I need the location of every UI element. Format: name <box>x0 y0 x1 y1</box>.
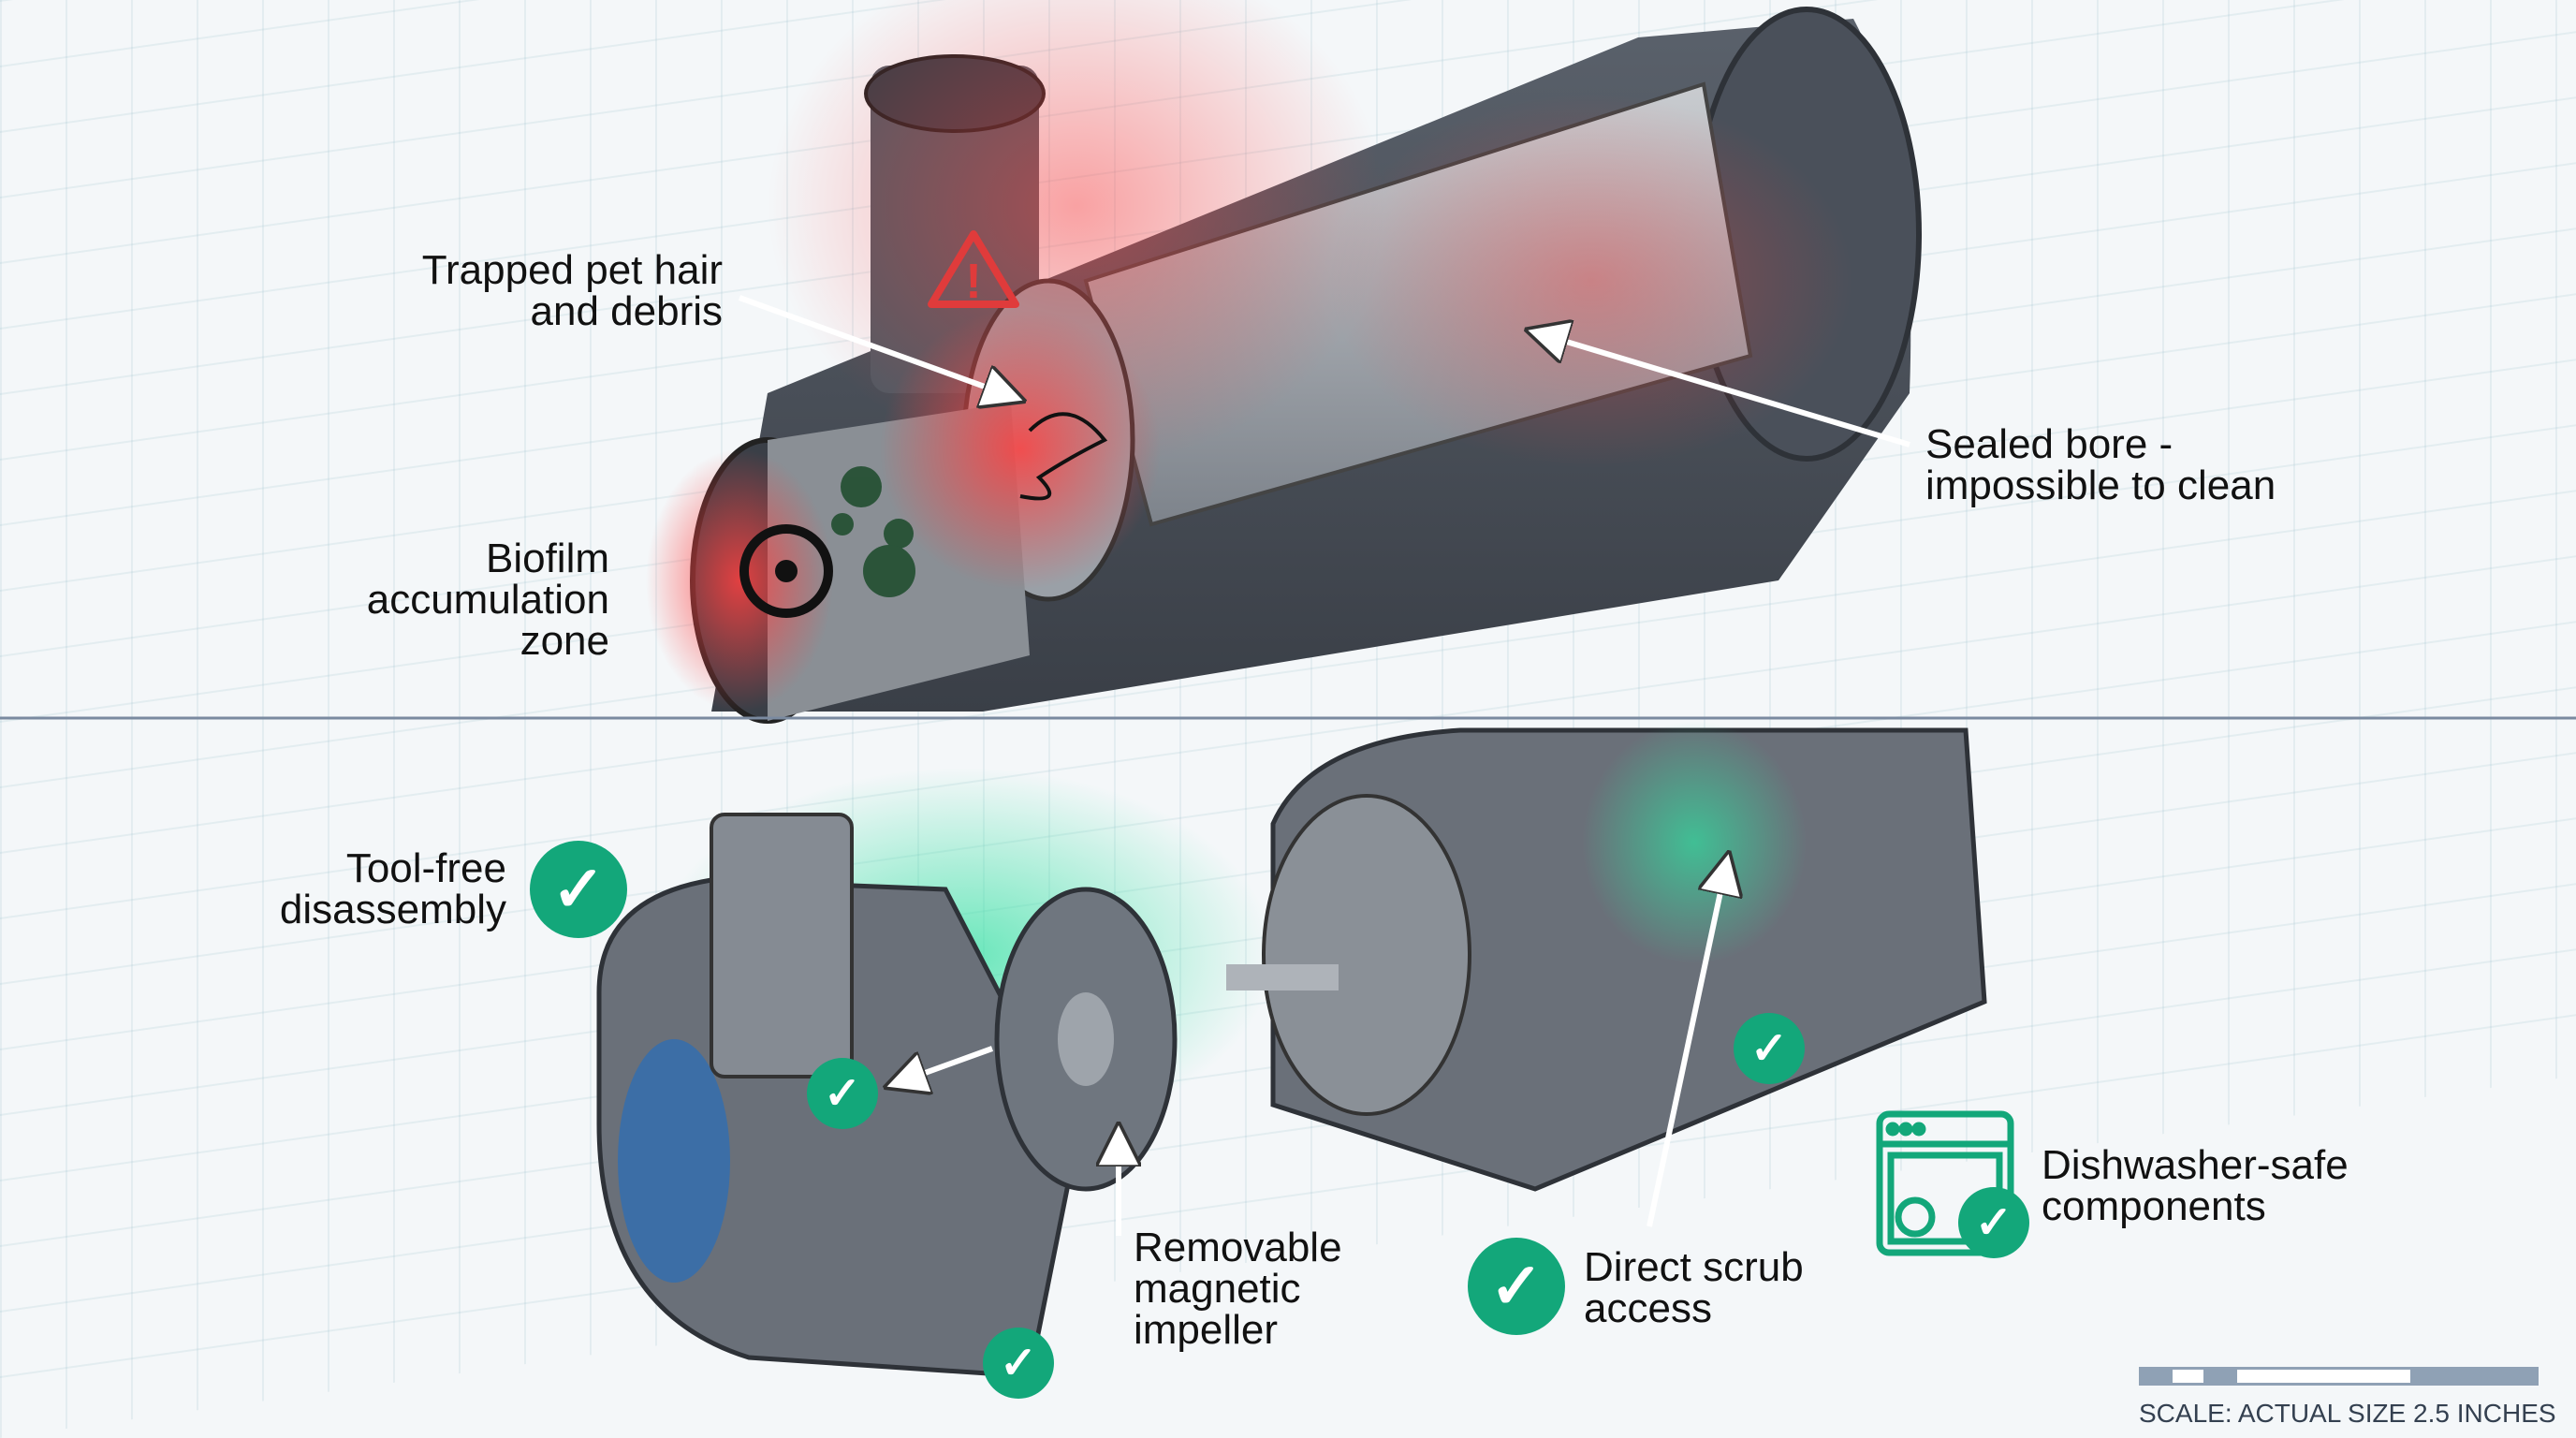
label-line: disassembly <box>279 887 506 932</box>
label-line: impossible to clean <box>1925 462 2276 508</box>
biohazard-icon <box>739 524 833 618</box>
disassembled-housing <box>596 721 1987 1379</box>
check-icon: ✓ <box>983 1328 1054 1399</box>
arrow-housing <box>894 1046 994 1084</box>
label-line: Trapped pet hair <box>421 247 723 293</box>
sealed-pump-cutaway <box>646 0 1922 724</box>
arrow-sealed <box>1535 332 1910 448</box>
label-line: Dishwasher-safe <box>2042 1142 2349 1188</box>
scale-bar <box>2139 1367 2539 1386</box>
label-line: impeller <box>1134 1307 1279 1353</box>
check-icon: ✓ <box>530 841 627 938</box>
label-line: zone <box>520 618 609 664</box>
label-sealed-bore: Sealed bore -impossible to clean <box>1925 424 2276 506</box>
label-line: accumulation <box>366 577 609 623</box>
warning-icon: ! <box>928 230 1019 309</box>
label-line: Tool-free <box>345 845 506 891</box>
label-line: Removable <box>1134 1225 1342 1270</box>
svg-text:!: ! <box>965 255 981 309</box>
scale-text: SCALE: ACTUAL SIZE 2.5 INCHES <box>2139 1399 2556 1428</box>
arrow-scrub <box>1647 861 1727 1227</box>
check-icon: ✓ <box>1958 1187 2029 1258</box>
label-line: Sealed bore - <box>1925 421 2174 467</box>
label-line: and debris <box>530 288 723 334</box>
arrow-trapped <box>738 295 1016 398</box>
label-line: access <box>1584 1285 1712 1331</box>
check-icon: ✓ <box>1734 1013 1805 1084</box>
label-line: Direct scrub <box>1584 1244 1804 1290</box>
check-icon: ✓ <box>807 1058 878 1129</box>
check-icon: ✓ <box>1468 1238 1565 1335</box>
label-line: Biofilm <box>485 536 609 581</box>
label-line: components <box>2042 1183 2266 1229</box>
label-line: magnetic <box>1134 1266 1301 1312</box>
